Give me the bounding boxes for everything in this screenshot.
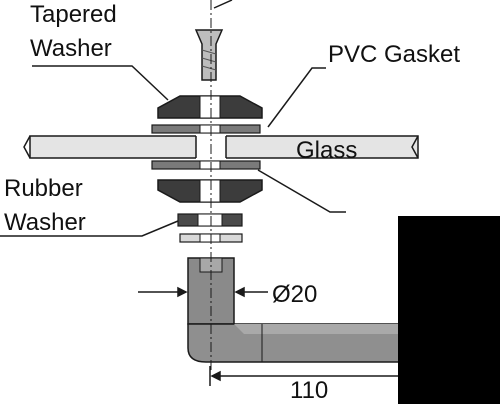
label-pvc-gasket: PVC Gasket (328, 41, 460, 68)
leader-tapered-washer (32, 65, 169, 101)
pvc-gasket-top (151, 124, 261, 134)
label-glass: Glass (296, 137, 357, 164)
tapered-washer-top (157, 95, 263, 119)
leader-rubber-washer (0, 220, 179, 237)
tapered-washer-bottom (157, 179, 263, 203)
rubber-washer (177, 213, 243, 227)
label-tapered-washer-line1: Tapered (30, 1, 117, 28)
label-rubber-washer-line1: Rubber (4, 175, 83, 202)
diameter-dimension (138, 286, 268, 298)
label-diameter: Ø20 (272, 281, 317, 308)
glass-panel (23, 135, 419, 159)
handle-body (187, 257, 401, 363)
label-rubber-washer-line2: Washer (4, 209, 86, 236)
leader-lines (0, 0, 346, 237)
leader-pvc-gasket-lower (257, 169, 346, 213)
black-block-small (354, 198, 398, 216)
leader-pvc-gasket (267, 67, 326, 128)
pvc-gasket-bottom (151, 160, 261, 170)
black-block-right (398, 216, 500, 404)
leader-screw (213, 0, 233, 9)
label-length: 110 (290, 377, 328, 404)
label-tapered-washer-line2: Washer (30, 35, 112, 62)
length-dimension (209, 366, 400, 386)
countersunk-screw (194, 29, 224, 81)
